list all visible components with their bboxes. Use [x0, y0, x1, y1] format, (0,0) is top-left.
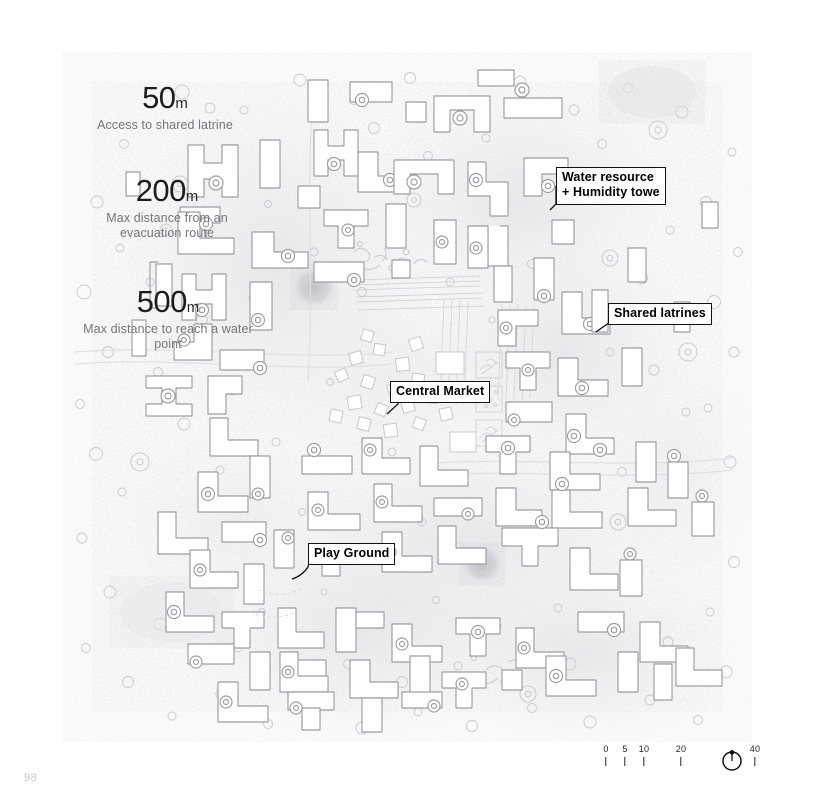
callout-water-resource[interactable]: Water resource + Humidity towe: [556, 167, 666, 205]
scale-label: 0: [603, 744, 609, 754]
legend-block-200m: 200m Max distance from an evacuation rou…: [74, 175, 260, 242]
scale-tick: [680, 757, 682, 766]
building-cluster-northcentre: [297, 79, 411, 288]
scale-label: 40: [749, 744, 761, 754]
legend-unit: m: [186, 298, 200, 316]
callout-shared-latrines[interactable]: Shared latrines: [608, 303, 712, 326]
callout-play-ground[interactable]: Play Ground: [308, 543, 396, 566]
north-arrow-icon: [722, 750, 742, 771]
legend-unit: m: [175, 95, 188, 112]
scale-tick: [605, 757, 607, 766]
market-plots: [475, 351, 503, 447]
legend-value: 50: [142, 80, 176, 115]
building-cluster-south-band: [273, 435, 723, 709]
legend-value-row: 50m: [70, 80, 260, 115]
legend-value: 200: [135, 173, 187, 209]
callout-central-market[interactable]: Central Market: [390, 381, 491, 404]
legend-block-500m: 500m Max distance to reach a water point: [76, 283, 260, 353]
scale-bar: 0 5 10 20 40: [600, 744, 760, 784]
page-number: 98: [24, 772, 38, 784]
scale-label: 5: [622, 744, 628, 754]
tree-canopy-patch-ne: [608, 66, 696, 118]
scale-label: 10: [638, 744, 650, 754]
play-ground-leader-line: [291, 557, 311, 580]
vegetation-ringed-trees: [130, 120, 698, 712]
scale-tick: [643, 757, 645, 766]
building-cluster-northwest: [145, 139, 309, 457]
play-ground-area: [249, 587, 303, 618]
field-strips-upper: [353, 275, 485, 311]
legend-value: 500: [136, 283, 188, 319]
building-cluster-southwest: [217, 681, 443, 733]
distance-standards-legend: 50m Access to shared latrine 200m Max di…: [70, 80, 260, 379]
building-footprints: [125, 69, 723, 733]
water-resource-building: [551, 219, 575, 245]
legend-value-row: 200m: [74, 175, 260, 208]
scale-tick: [754, 757, 756, 766]
legend-description: Max distance from an evacuation route: [106, 210, 228, 241]
scale-tick: [624, 757, 626, 766]
building-h: [187, 144, 239, 198]
legend-unit: m: [185, 188, 199, 206]
legend-description: Max distance to reach a water point: [83, 321, 253, 352]
site-plan-drawing: [62, 52, 752, 742]
legend-description: Access to shared latrine: [97, 117, 233, 132]
scale-label: 20: [675, 744, 687, 754]
site-plan-svg: [62, 52, 752, 742]
legend-block-50m: 50m Access to shared latrine: [70, 80, 260, 133]
legend-value-row: 500m: [76, 283, 260, 319]
